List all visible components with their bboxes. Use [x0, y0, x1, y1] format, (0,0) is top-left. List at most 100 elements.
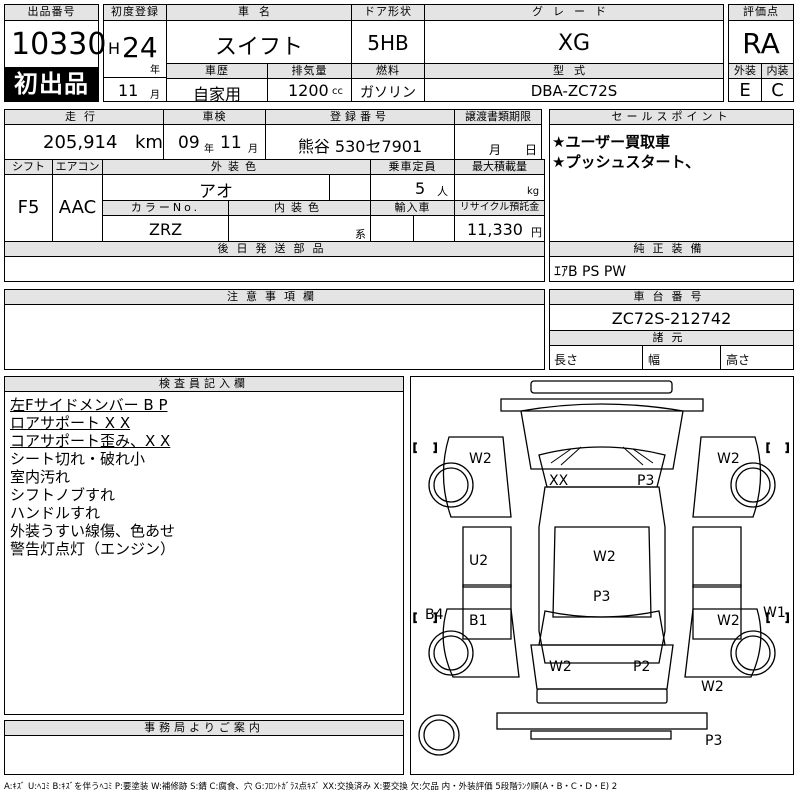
- divider: [329, 175, 330, 200]
- mark-rear-left: W2: [549, 659, 572, 675]
- inspector-note-line: シート切れ・破れ小: [10, 450, 146, 468]
- rear-right-door: [692, 584, 742, 640]
- mileage: 205,914: [43, 132, 118, 153]
- width-label: 幅: [648, 353, 661, 367]
- mark-rear-bumper: P3: [705, 733, 722, 749]
- capacity-label: 乗車定員: [370, 159, 455, 175]
- plate-cell: 熊谷 530セ7901: [265, 124, 455, 160]
- damage-diagram-frame: [] [] [] [] W2 W2 XX P3 U2 W2 P3 B4 B1 W…: [410, 376, 794, 775]
- color-no-cell: ZRZ: [102, 215, 229, 242]
- sales-points-cell: ★ユーザー買取車 ★プッシュスタート、: [549, 124, 794, 242]
- sales-point-2: ★プッシュスタート、: [552, 153, 701, 171]
- mark-rear-left-door: B1: [469, 613, 488, 629]
- recycle-fee: 11,330: [467, 220, 523, 239]
- dimensions-label: 諸元: [549, 330, 794, 346]
- interior-color-label: 内装色: [228, 200, 371, 216]
- rear-bumper: [536, 688, 668, 704]
- door-cell: 5HB: [351, 20, 425, 64]
- first-reg-label: 初度登録: [103, 4, 167, 21]
- genuine-equip: ｴｱB PS PW: [554, 264, 627, 280]
- svg-text:]: ]: [433, 441, 437, 454]
- mark-rear-right-door: W2: [717, 613, 740, 629]
- inspector-label: 検査員記入欄: [4, 376, 404, 392]
- year-unit: 年: [150, 65, 160, 76]
- exterior-color-cell: アオ: [102, 174, 371, 202]
- inspection-month-unit: 月: [248, 144, 258, 155]
- lot-number: 10330: [11, 27, 107, 62]
- inspection-year-unit: 年: [204, 144, 214, 155]
- inspection-cell: 09 年 11 月: [163, 124, 266, 160]
- inspector-note-line: 警告灯点灯（エンジン）: [10, 540, 176, 558]
- rear-panel: [496, 712, 708, 730]
- wheel-front-left: [428, 462, 474, 508]
- mileage-cell: 205,914 km: [4, 124, 164, 160]
- transfer-day-unit: 日: [525, 143, 538, 157]
- transfer-doc-label: 譲渡書類期限: [454, 109, 542, 125]
- interior-grade: C: [771, 80, 784, 101]
- inspector-note-line: ロアサポート X X: [10, 414, 131, 432]
- car-name-label: 車名: [166, 4, 352, 21]
- max-load-cell: kg: [454, 174, 545, 201]
- first-reg-month: 11: [118, 81, 139, 100]
- mark-front-right: W2: [717, 451, 740, 467]
- inspector-note-line: ハンドルすれ: [10, 504, 101, 522]
- later-parts-label: 後日発送部品: [4, 241, 545, 257]
- mark-hood: XX: [549, 473, 569, 489]
- chassis-number: ZC72S-212742: [611, 309, 732, 328]
- interior-grade-cell: C: [761, 78, 794, 102]
- divider: [720, 346, 721, 369]
- exterior-grade-cell: E: [728, 78, 762, 102]
- bracket-fl: [: [413, 441, 417, 454]
- inspector-note-line: 室内汚れ: [10, 468, 71, 486]
- notes-cell: [4, 304, 545, 370]
- max-load-unit: kg: [527, 186, 540, 197]
- cabin-inner: [552, 526, 652, 618]
- inspector-note-line: コアサポート歪み、X X: [10, 432, 171, 450]
- sales-points-label: セールスポイント: [549, 109, 794, 125]
- front-right-fender: [692, 436, 762, 518]
- max-load-label: 最大積載量: [454, 159, 545, 175]
- genuine-equip-label: 純正装備: [549, 241, 794, 257]
- mark-windshield: P3: [637, 473, 654, 489]
- model-code-label: 型式: [424, 63, 724, 79]
- office-label: 事務局よりご案内: [4, 720, 404, 736]
- bracket-fr: [: [766, 441, 770, 454]
- front-right-door: [692, 526, 742, 588]
- legend: A:ｷｽﾞ U:ﾍｺﾐ B:ｷｽﾞを伴うﾍｺﾐ P:要塗装 W:補修跡 S:錆 …: [4, 782, 618, 792]
- interior-color-unit: 系: [355, 228, 366, 241]
- windshield: [538, 446, 666, 488]
- mark-cabin: P3: [593, 589, 610, 605]
- displacement-unit: cc: [332, 86, 343, 97]
- mark-roof: W2: [593, 549, 616, 565]
- model-code: DBA-ZC72S: [530, 82, 618, 100]
- tailgate: [530, 644, 674, 690]
- wheel-rear-left: [428, 630, 474, 676]
- hood-outline: [520, 403, 684, 470]
- wiper-marks: [550, 446, 654, 466]
- spare-tire: [418, 714, 460, 756]
- car-damage-diagram: [] [] [] [] W2 W2 XX P3 U2 W2 P3 B4 B1 W…: [412, 380, 790, 756]
- mark-rear-right: W2: [701, 679, 724, 695]
- inspection-year: 09: [178, 133, 200, 153]
- height-label: 高さ: [726, 353, 751, 367]
- color-no: ZRZ: [149, 220, 183, 239]
- inspector-note-line: 左Fサイドメンバー B P: [10, 396, 168, 414]
- grade: XG: [557, 31, 591, 56]
- car-name: スイフト: [214, 35, 303, 60]
- rear-left-door: [462, 584, 512, 640]
- displacement: 1200: [288, 81, 329, 100]
- front-left-fender: [442, 436, 512, 518]
- displacement-label: 排気量: [267, 63, 352, 79]
- aircon-label: エアコン: [52, 159, 103, 175]
- mark-front-left: W2: [469, 451, 492, 467]
- divider: [413, 216, 414, 241]
- score-label: 評価点: [728, 4, 794, 21]
- mark-right-rocker: W1: [763, 605, 786, 621]
- inspection-label: 車検: [163, 109, 266, 125]
- svg-text:]: ]: [785, 441, 789, 454]
- transfer-doc-cell: 月 日: [454, 124, 542, 160]
- mark-front-left-door: U2: [469, 553, 488, 569]
- inspection-month: 11: [220, 133, 242, 153]
- rear-step: [530, 730, 672, 740]
- capacity: 5: [415, 179, 426, 198]
